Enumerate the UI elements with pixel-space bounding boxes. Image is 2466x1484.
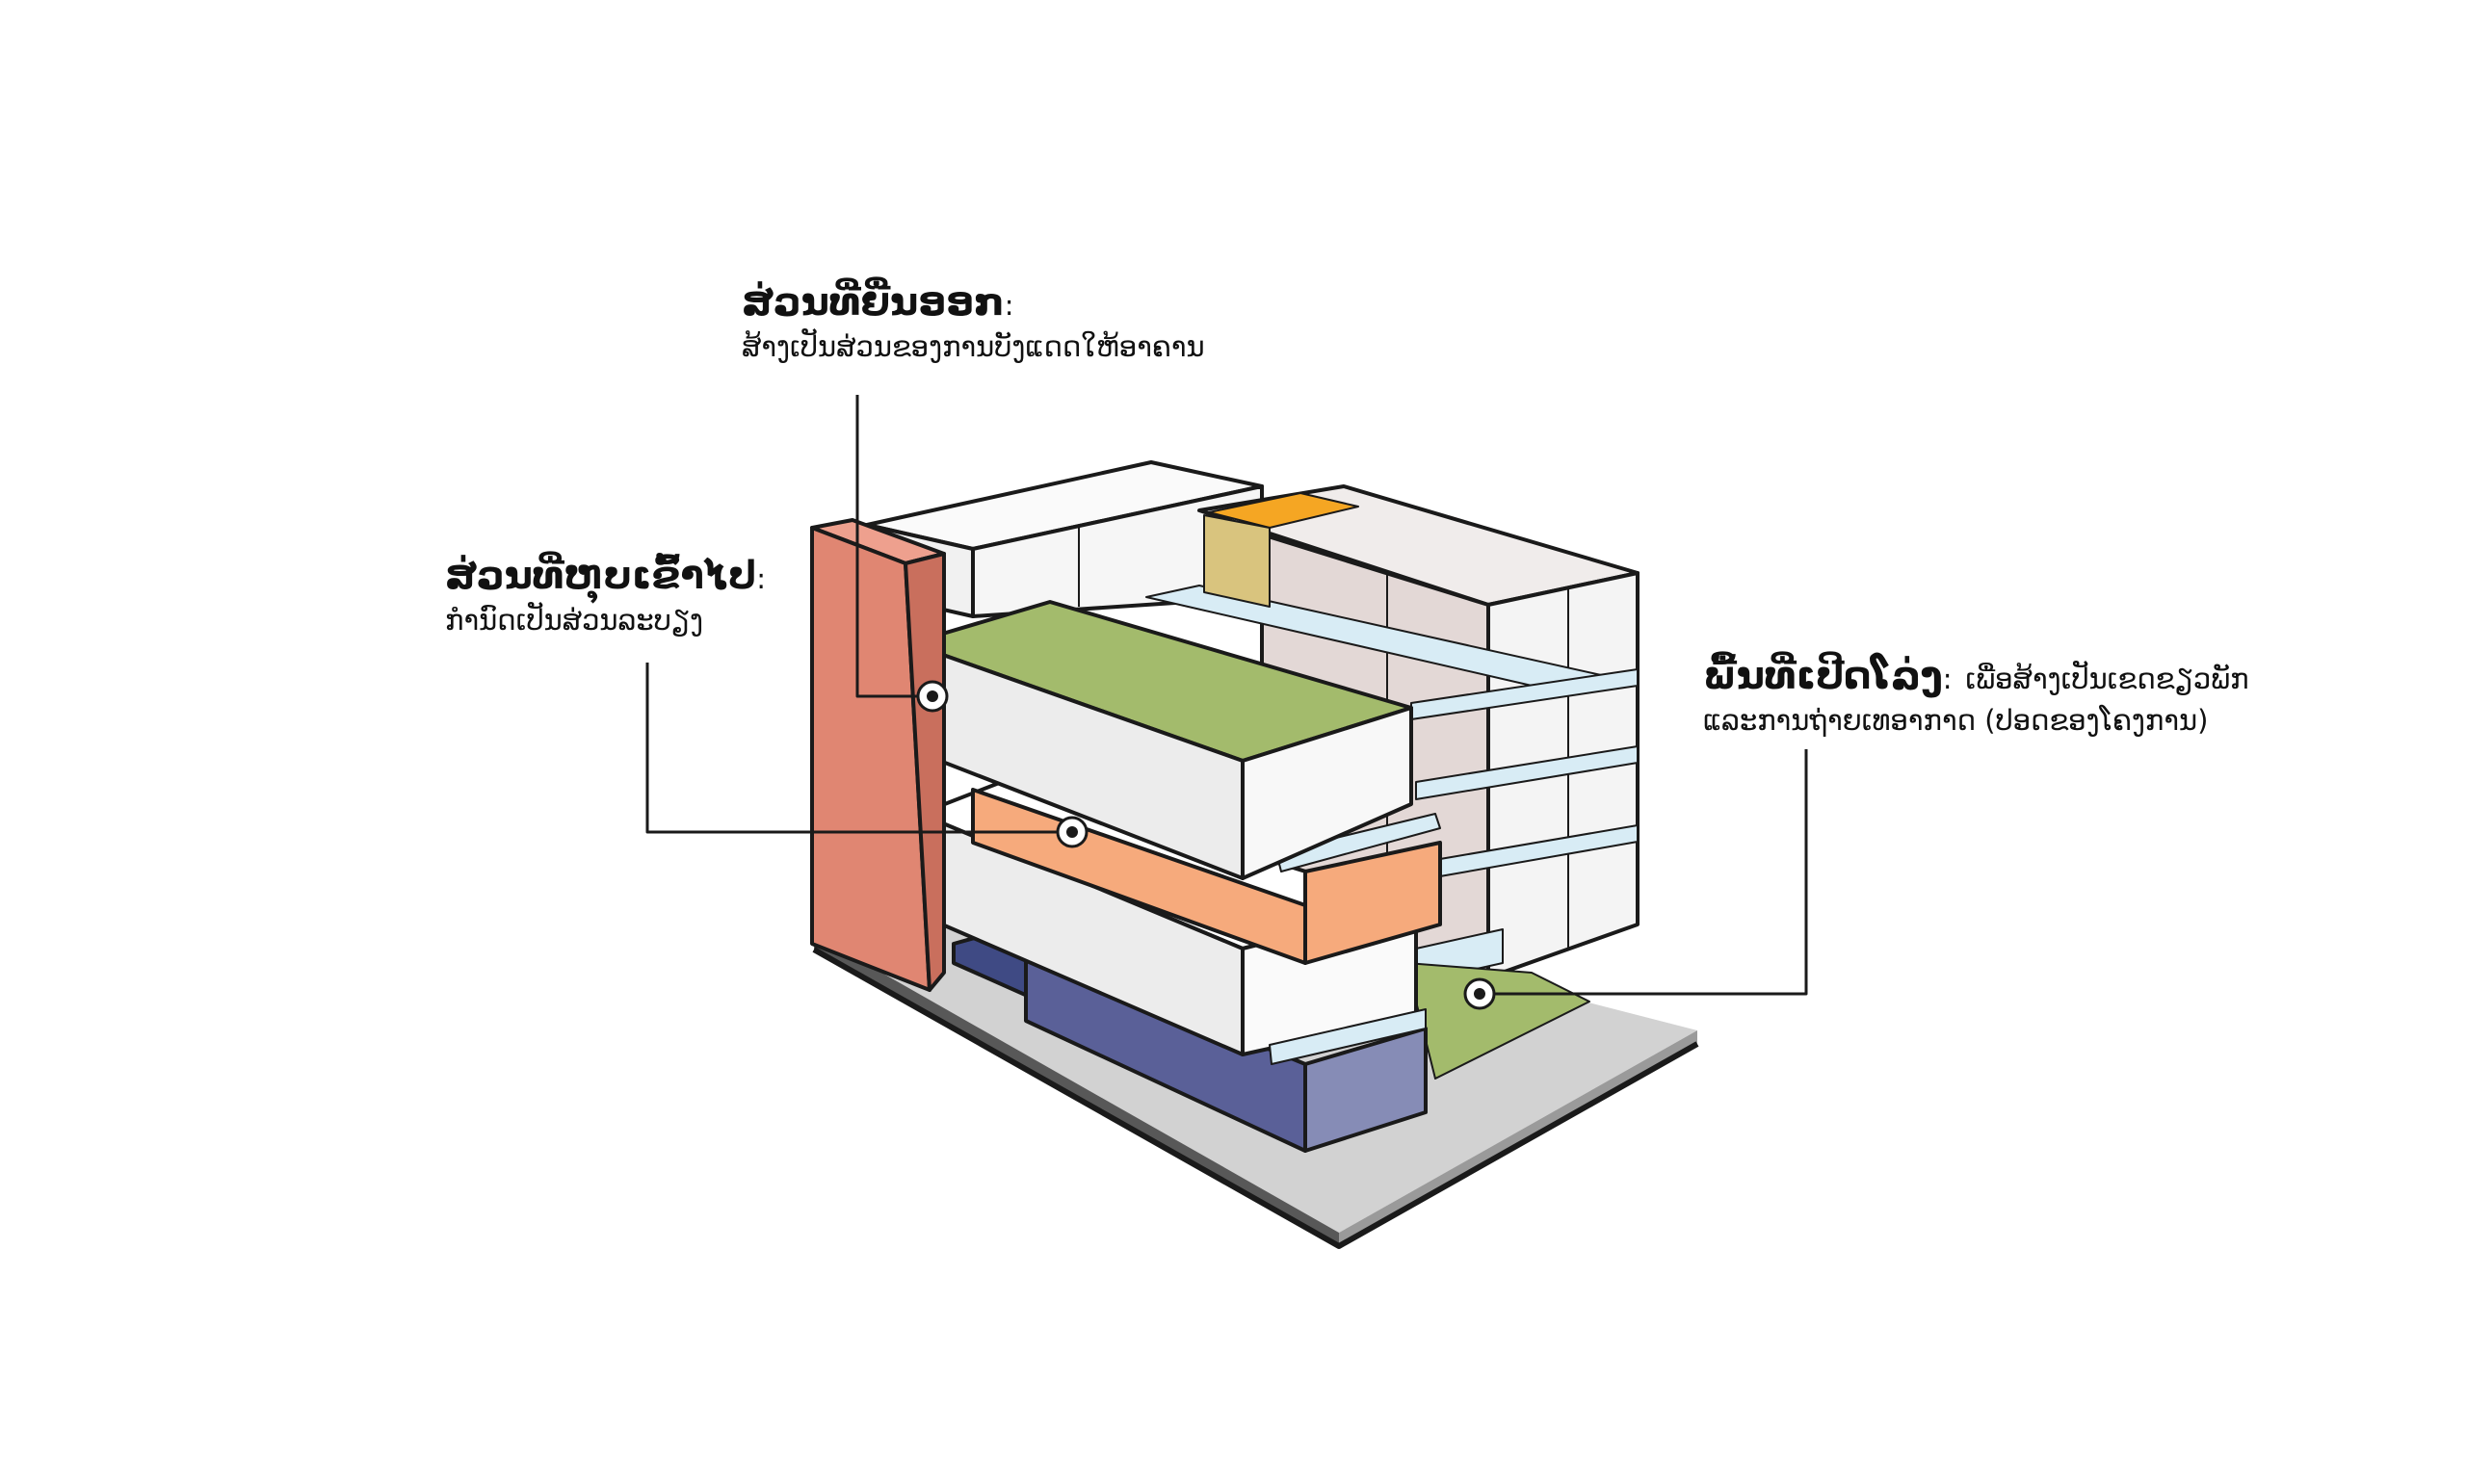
annotation-recessed: ສ່ວນທີ່ຫຸບເຂົ້າໄປ: ກຳນົດເປັນສ່ວນລະບຽງ — [445, 553, 766, 638]
annotation-recessed-title: ສ່ວນທີ່ຫຸບເຂົ້າໄປ: — [445, 554, 766, 598]
glass-slab-mid — [1275, 813, 1441, 872]
green-roof-block — [908, 600, 1413, 880]
annotation-open-space-description-2: ແລະການຖ່າຍເທອາກາດ (ປອດຂອງໂຄງການ) — [1703, 704, 2209, 737]
rooftop-accent-orange — [1208, 492, 1359, 529]
salmon-vertical-wall — [810, 518, 946, 992]
annotation-projecting-title: ສ່ວນທີ່ຍື່ນອອກ: — [742, 280, 1014, 325]
annotation-open-space-title: ພື້ນທີ່ເປີດໂລ່ງ: ເພື່ອສ້າງເປັນເຂດຂຽວພັກ — [1703, 654, 2249, 698]
annotation-projecting: ສ່ວນທີ່ຍື່ນອອກ: ສ້າງເປັນສ່ວນຂອງການບັງແດດ… — [742, 279, 1205, 365]
rooftop-accent-yellow — [1203, 514, 1271, 608]
annotation-recessed-description: ກຳນົດເປັນສ່ວນລະບຽງ — [445, 604, 704, 637]
annotation-open-space-description-1: ເພື່ອສ້າງເປັນເຂດຂຽວພັກ — [1965, 663, 2249, 695]
leader-line-open-space — [1463, 749, 1808, 1010]
glass-slab-1 — [1145, 585, 1639, 720]
glass-slab-2 — [1415, 745, 1639, 800]
annotation-projecting-description: ສ້າງເປັນສ່ວນຂອງການບັງແດດໃຫ້ອາຄານ — [742, 330, 1205, 363]
annotation-open-space: ພື້ນທີ່ເປີດໂລ່ງ: ເພື່ອສ້າງເປັນເຂດຂຽວພັກ … — [1703, 653, 2249, 739]
leader-line-recessed — [645, 663, 1089, 848]
leader-line-projecting — [855, 395, 949, 713]
glass-slab-lower — [1269, 1008, 1427, 1065]
